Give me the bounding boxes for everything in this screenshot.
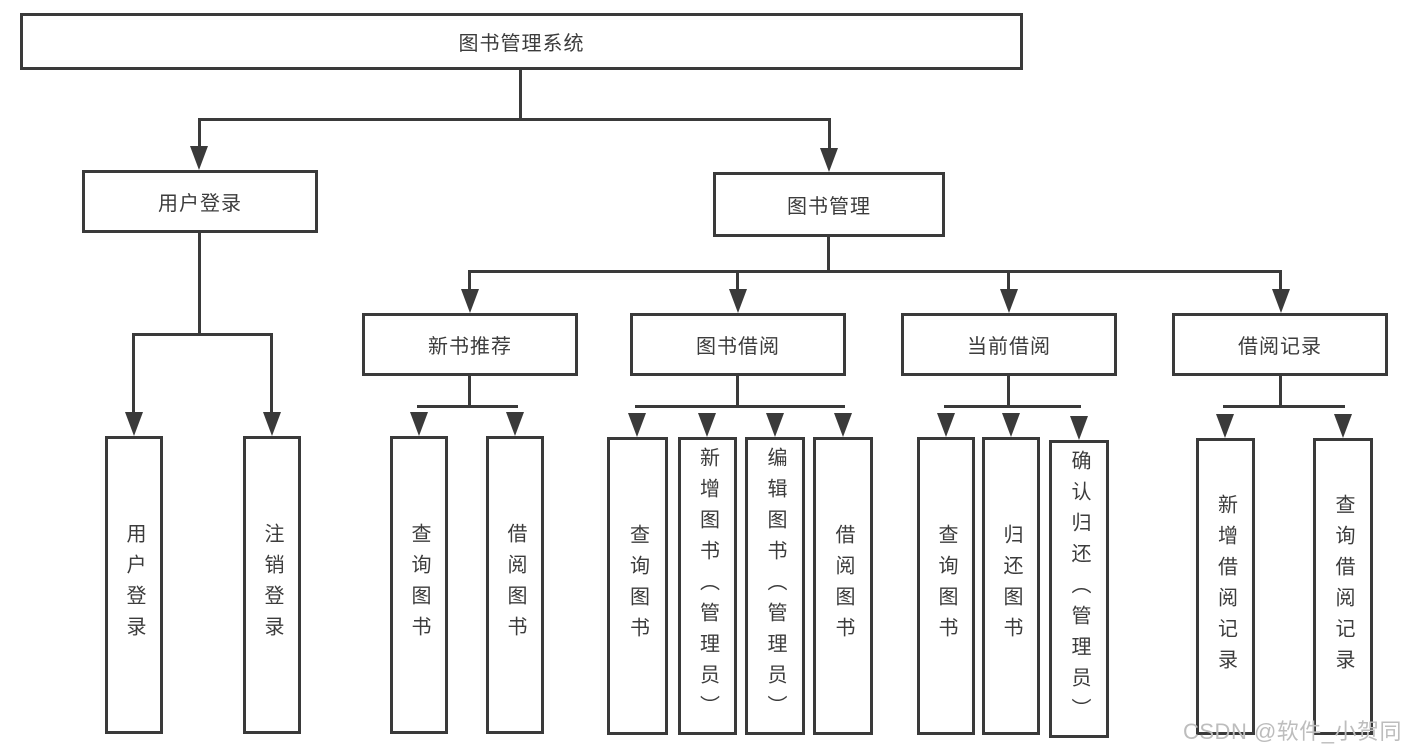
connector-bookmgmt-stem <box>827 237 830 272</box>
node-book-borrow: 图书借阅 <box>630 313 846 376</box>
watermark: CSDN @软件_小贺同学 <box>1183 719 1403 744</box>
node-login: 用户登录 <box>105 436 163 734</box>
node-current-borrow: 当前借阅 <box>901 313 1117 376</box>
connector-br-hline <box>1223 405 1345 408</box>
connector-bookmgmt-arrow-stem-4 <box>1279 272 1282 291</box>
node-current-borrow-label: 当前借阅 <box>967 336 1051 358</box>
arrowhead-login <box>125 412 143 436</box>
node-bb-edit-books: 编辑图书（管理员） <box>745 437 805 735</box>
node-cb-query-books-label: 查询图书 <box>935 524 957 648</box>
connector-bb-hline <box>635 405 845 408</box>
node-logout-label: 注销登录 <box>261 523 283 647</box>
node-bb-query-books-label: 查询图书 <box>626 524 649 648</box>
node-cb-confirm-return: 确认归还（管理员） <box>1049 440 1109 738</box>
connector-userlogin-arrow-stem-2 <box>270 335 273 414</box>
arrowhead-book-borrow <box>729 289 747 313</box>
connector-bookmgmt-hline <box>468 270 1282 273</box>
arrowhead-bb-edit <box>766 413 784 437</box>
arrowhead-bb-borrow <box>834 413 852 437</box>
connector-userlogin-stem <box>198 233 201 335</box>
node-br-add-record: 新增借阅记录 <box>1196 438 1255 735</box>
node-bb-edit-books-label: 编辑图书（管理员） <box>764 446 786 726</box>
node-cb-confirm-return-label: 确认归还（管理员） <box>1068 449 1090 729</box>
connector-bookmgmt-arrow-stem-2 <box>736 272 739 291</box>
arrowhead-borrow-records <box>1272 289 1290 313</box>
arrowhead-br-add <box>1216 414 1234 438</box>
node-logout: 注销登录 <box>243 436 301 734</box>
arrowhead-book-mgmt <box>820 148 838 172</box>
node-borrow-records: 借阅记录 <box>1172 313 1388 376</box>
node-cb-query-books: 查询图书 <box>917 437 975 735</box>
node-login-label: 用户登录 <box>123 523 145 647</box>
arrowhead-user-login <box>190 146 208 170</box>
node-new-book-rec: 新书推荐 <box>362 313 578 376</box>
connector-br-stem <box>1279 376 1282 407</box>
arrowhead-cb-confirm <box>1070 416 1088 440</box>
connector-bookmgmt-arrow-stem-1 <box>468 272 471 291</box>
node-book-mgmt-label: 图书管理 <box>787 196 871 218</box>
node-bb-borrow-books: 借阅图书 <box>813 437 873 735</box>
node-borrow-records-label: 借阅记录 <box>1238 336 1322 358</box>
node-cb-return-books: 归还图书 <box>982 437 1040 735</box>
arrowhead-nbr-borrow <box>506 412 524 436</box>
arrowhead-br-query <box>1334 414 1352 438</box>
arrowhead-new-book-rec <box>461 289 479 313</box>
connector-bookmgmt-arrow-stem-3 <box>1007 272 1010 291</box>
node-book-mgmt: 图书管理 <box>713 172 945 237</box>
node-book-borrow-label: 图书借阅 <box>696 336 780 358</box>
arrowhead-nbr-query <box>410 412 428 436</box>
connector-root-arrow-stem-left <box>198 120 201 148</box>
node-nbr-query-books: 查询图书 <box>390 436 448 734</box>
node-br-query-record: 查询借阅记录 <box>1313 438 1373 735</box>
connector-userlogin-arrow-stem-1 <box>132 335 135 414</box>
connector-root-hline <box>198 118 831 121</box>
connector-bb-stem <box>736 376 739 407</box>
node-bb-add-books: 新增图书（管理员） <box>678 437 737 735</box>
arrowhead-cb-query <box>937 413 955 437</box>
connector-userlogin-hline <box>132 333 273 336</box>
node-br-add-record-label: 新增借阅记录 <box>1214 493 1237 680</box>
connector-root-arrow-stem-right <box>828 120 831 150</box>
node-nbr-borrow-books-label: 借阅图书 <box>504 523 526 647</box>
node-nbr-query-books-label: 查询图书 <box>408 523 430 647</box>
node-bb-add-books-label: 新增图书（管理员） <box>696 446 719 726</box>
node-br-query-record-label: 查询借阅记录 <box>1332 493 1354 680</box>
connector-nbr-hline <box>417 405 518 408</box>
arrowhead-logout <box>263 412 281 436</box>
node-bb-query-books: 查询图书 <box>607 437 668 735</box>
connector-root-stem <box>519 70 522 120</box>
connector-cb-hline <box>944 405 1081 408</box>
arrowhead-current-borrow <box>1000 289 1018 313</box>
connector-nbr-stem <box>468 376 471 407</box>
node-bb-borrow-books-label: 借阅图书 <box>832 524 854 648</box>
arrowhead-cb-return <box>1002 413 1020 437</box>
node-root: 图书管理系统 <box>20 13 1023 70</box>
node-root-label: 图书管理系统 <box>458 33 585 55</box>
node-cb-return-books-label: 归还图书 <box>1000 524 1022 648</box>
node-user-login-label: 用户登录 <box>158 193 242 215</box>
node-nbr-borrow-books: 借阅图书 <box>486 436 544 734</box>
node-user-login: 用户登录 <box>82 170 318 233</box>
connector-cb-stem <box>1007 376 1010 407</box>
node-new-book-rec-label: 新书推荐 <box>428 336 512 358</box>
arrowhead-bb-query <box>628 413 646 437</box>
arrowhead-bb-add <box>698 413 716 437</box>
